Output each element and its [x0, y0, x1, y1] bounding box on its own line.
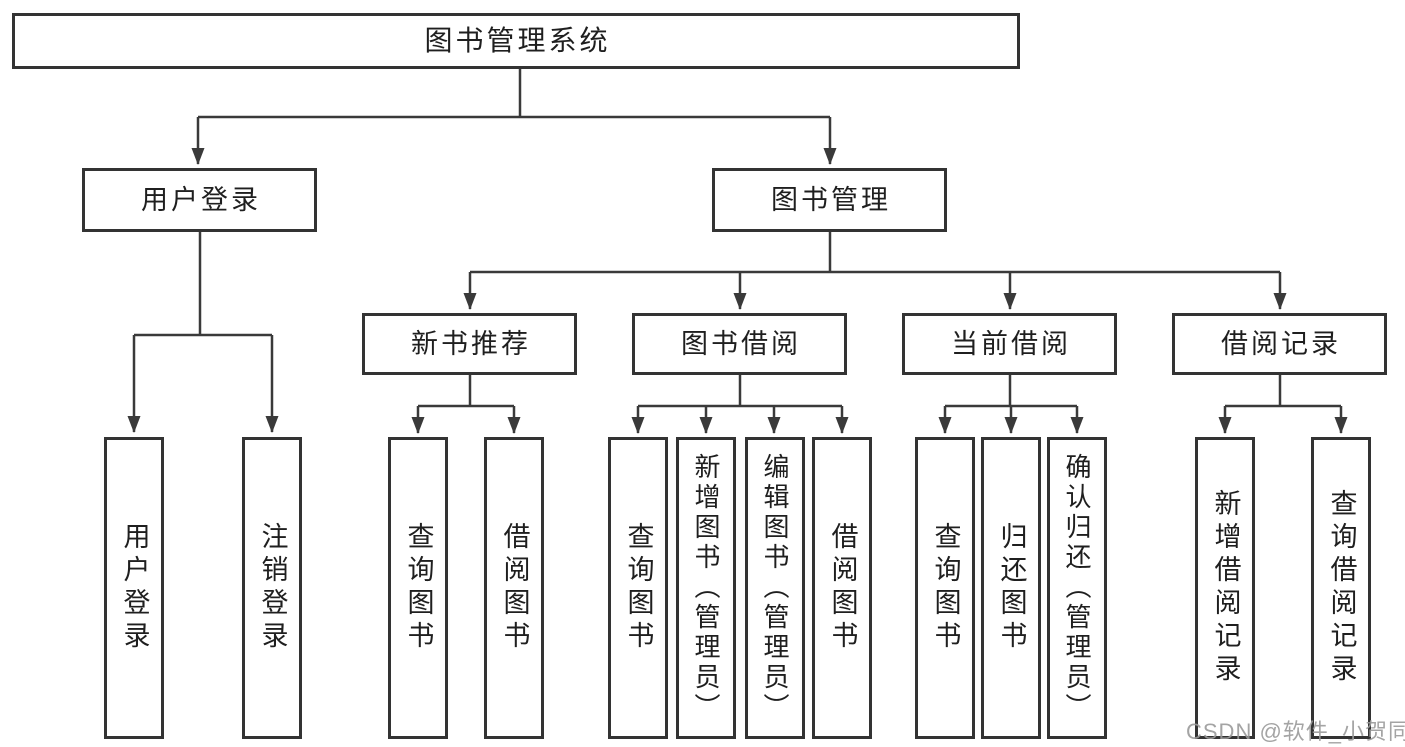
node-user-login-label: 用户登录: [141, 184, 261, 215]
leaf-newrec-query-books-label: 查询图书: [403, 522, 434, 654]
leaf-borrow-edit-books-admin-label: 编辑图书（管理员）: [760, 453, 790, 723]
leaf-borrow-add-books-admin: 新增图书（管理员）: [676, 437, 736, 739]
node-user-login: 用户登录: [82, 168, 317, 232]
leaf-records-query-record-label: 查询借阅记录: [1326, 489, 1357, 687]
leaf-current-confirm-return-admin-label: 确认归还（管理员）: [1062, 453, 1092, 723]
node-book-management: 图书管理: [712, 168, 947, 232]
node-new-book-recommend: 新书推荐: [362, 313, 577, 375]
leaf-newrec-borrow-books-label: 借阅图书: [499, 522, 530, 654]
leaf-logout-login-label: 注销登录: [257, 522, 288, 654]
leaf-logout-login: 注销登录: [242, 437, 302, 739]
node-library-system: 图书管理系统: [12, 13, 1020, 69]
leaf-user-login-label: 用户登录: [119, 522, 150, 654]
leaf-newrec-borrow-books: 借阅图书: [484, 437, 544, 739]
leaf-records-query-record: 查询借阅记录: [1311, 437, 1371, 739]
leaf-current-query-books: 查询图书: [915, 437, 975, 739]
node-current-borrow-label: 当前借阅: [951, 328, 1071, 359]
node-borrow-records-label: 借阅记录: [1221, 328, 1341, 359]
leaf-records-add-record-label: 新增借阅记录: [1210, 489, 1241, 687]
leaf-current-query-books-label: 查询图书: [930, 522, 961, 654]
leaf-user-login: 用户登录: [104, 437, 164, 739]
csdn-watermark: CSDN @软件_小贺同学: [1186, 719, 1405, 744]
leaf-current-confirm-return-admin: 确认归还（管理员）: [1047, 437, 1107, 739]
node-book-borrow-label: 图书借阅: [681, 328, 801, 359]
leaf-borrow-query-books: 查询图书: [608, 437, 668, 739]
leaf-records-add-record: 新增借阅记录: [1195, 437, 1255, 739]
node-book-borrow: 图书借阅: [632, 313, 847, 375]
node-new-book-recommend-label: 新书推荐: [411, 328, 531, 359]
leaf-borrow-edit-books-admin: 编辑图书（管理员）: [745, 437, 805, 739]
leaf-borrow-query-books-label: 查询图书: [623, 522, 654, 654]
leaf-borrow-add-books-admin-label: 新增图书（管理员）: [691, 453, 721, 723]
node-borrow-records: 借阅记录: [1172, 313, 1387, 375]
leaf-current-return-books-label: 归还图书: [996, 522, 1027, 654]
leaf-newrec-query-books: 查询图书: [388, 437, 448, 739]
node-current-borrow: 当前借阅: [902, 313, 1117, 375]
leaf-borrow-borrow-books: 借阅图书: [812, 437, 872, 739]
leaf-borrow-borrow-books-label: 借阅图书: [827, 522, 858, 654]
node-library-system-label: 图书管理系统: [424, 25, 611, 56]
leaf-current-return-books: 归还图书: [981, 437, 1041, 739]
node-book-management-label: 图书管理: [771, 184, 891, 215]
